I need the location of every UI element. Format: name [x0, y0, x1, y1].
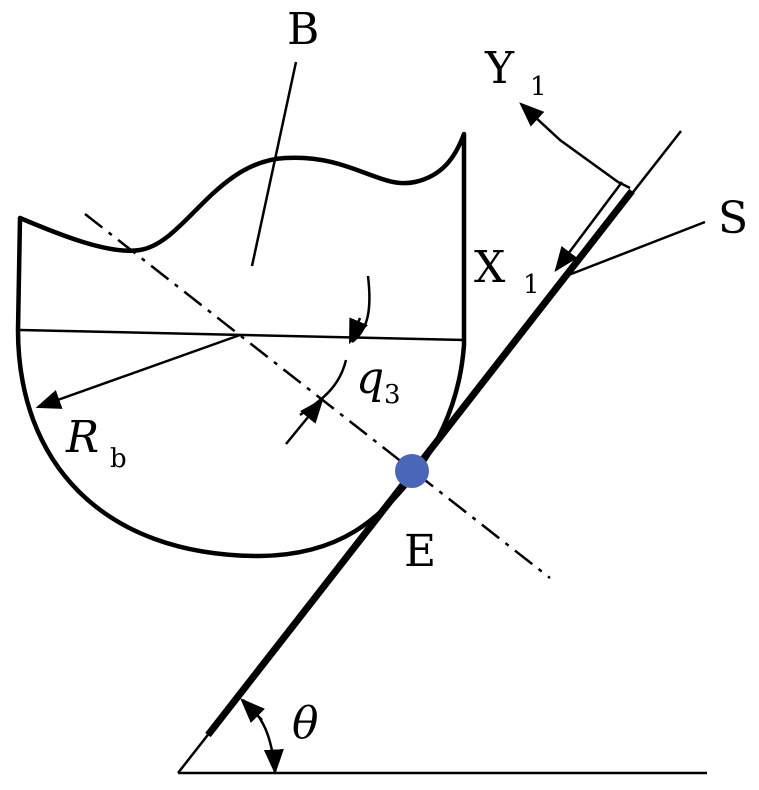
y1-axis-arrow — [519, 102, 619, 184]
label-body-b: B — [287, 4, 319, 55]
foot-chord-line — [19, 328, 465, 342]
angle-q3-arc-lower — [299, 359, 348, 417]
normal-dashdot-line — [84, 213, 551, 579]
label-surface-s: S — [718, 193, 748, 244]
label-y1-sub: 1 — [530, 72, 547, 102]
label-x1-sub: 1 — [523, 270, 540, 300]
label-radius-letter: R — [65, 412, 99, 463]
theta-arc — [242, 699, 277, 774]
surface-label-leader — [565, 220, 706, 278]
angle-q3-arrow-bottom — [285, 398, 324, 445]
label-q3-letter: q — [356, 353, 384, 404]
label-q3-sub: 3 — [384, 380, 401, 410]
x1-axis-arrow — [554, 181, 623, 272]
radius-arrow — [35, 333, 241, 409]
contact-point-marker — [395, 454, 429, 488]
label-radius-sub: b — [110, 444, 127, 474]
label-theta: θ — [292, 698, 319, 749]
foot-body-outline — [15, 131, 467, 559]
label-x1-letter: X — [474, 242, 506, 293]
label-y1-letter: Y — [484, 43, 515, 94]
theta-arrow-bottom — [263, 749, 284, 775]
body-label-leader — [250, 61, 298, 267]
angle-q3-arrow-top — [348, 317, 368, 345]
theta-arrow-top — [240, 698, 265, 723]
label-contact-e: E — [404, 526, 436, 577]
